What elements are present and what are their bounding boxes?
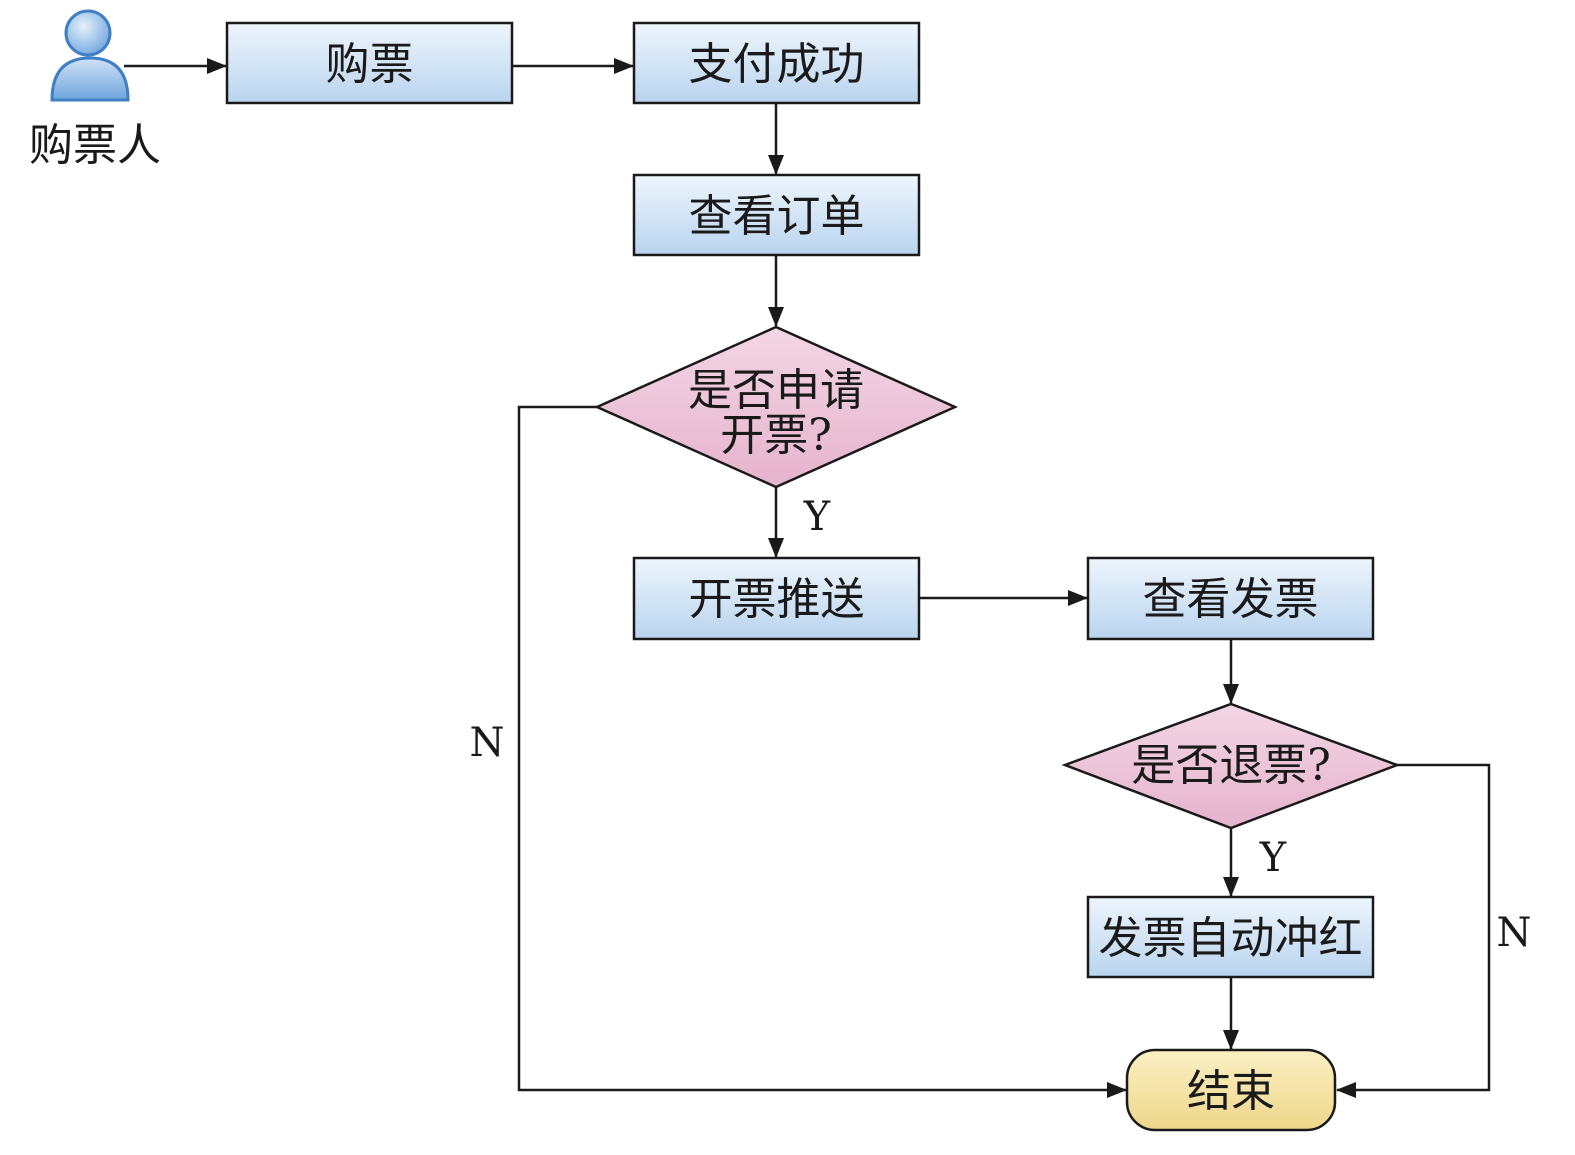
node-auto-red: 发票自动冲红	[1086, 895, 1375, 979]
node-buy: 购票	[225, 21, 514, 105]
svg-text:购票: 购票	[326, 39, 414, 90]
edge-label-apply-yes: Y	[803, 494, 831, 540]
svg-text:是否退票?: 是否退票?	[1131, 740, 1331, 791]
svg-text:支付成功: 支付成功	[689, 39, 865, 90]
edge-label-apply-no: N	[470, 720, 505, 766]
edge-apply-no	[517, 405, 1127, 1098]
node-paid: 支付成功	[632, 21, 921, 105]
actor-label: 购票人	[29, 120, 161, 171]
edge-label-refund-yes: Y	[1259, 835, 1287, 881]
node-view-order: 查看订单	[632, 173, 921, 257]
svg-text:查看发票: 查看发票	[1143, 574, 1319, 625]
svg-text:开票?: 开票?	[720, 410, 832, 461]
node-view-invoice: 查看发票	[1086, 556, 1375, 641]
node-refund: 是否退票?	[1061, 702, 1401, 830]
node-end: 结束	[1125, 1048, 1337, 1132]
person-icon	[50, 9, 130, 102]
svg-text:开票推送: 开票推送	[689, 574, 865, 625]
edge-refund-no	[1336, 763, 1491, 1098]
node-apply-invoice: 是否申请 开票?	[593, 325, 959, 489]
svg-text:结束: 结束	[1187, 1066, 1275, 1117]
node-push-invoice: 开票推送	[632, 556, 921, 641]
svg-text:查看订单: 查看订单	[689, 191, 865, 242]
connectors	[124, 58, 1491, 1098]
svg-text:是否申请: 是否申请	[688, 365, 864, 416]
edge-label-refund-no: N	[1497, 910, 1532, 956]
actor-person: 购票人	[29, 9, 161, 171]
svg-text:发票自动冲红: 发票自动冲红	[1099, 913, 1363, 964]
